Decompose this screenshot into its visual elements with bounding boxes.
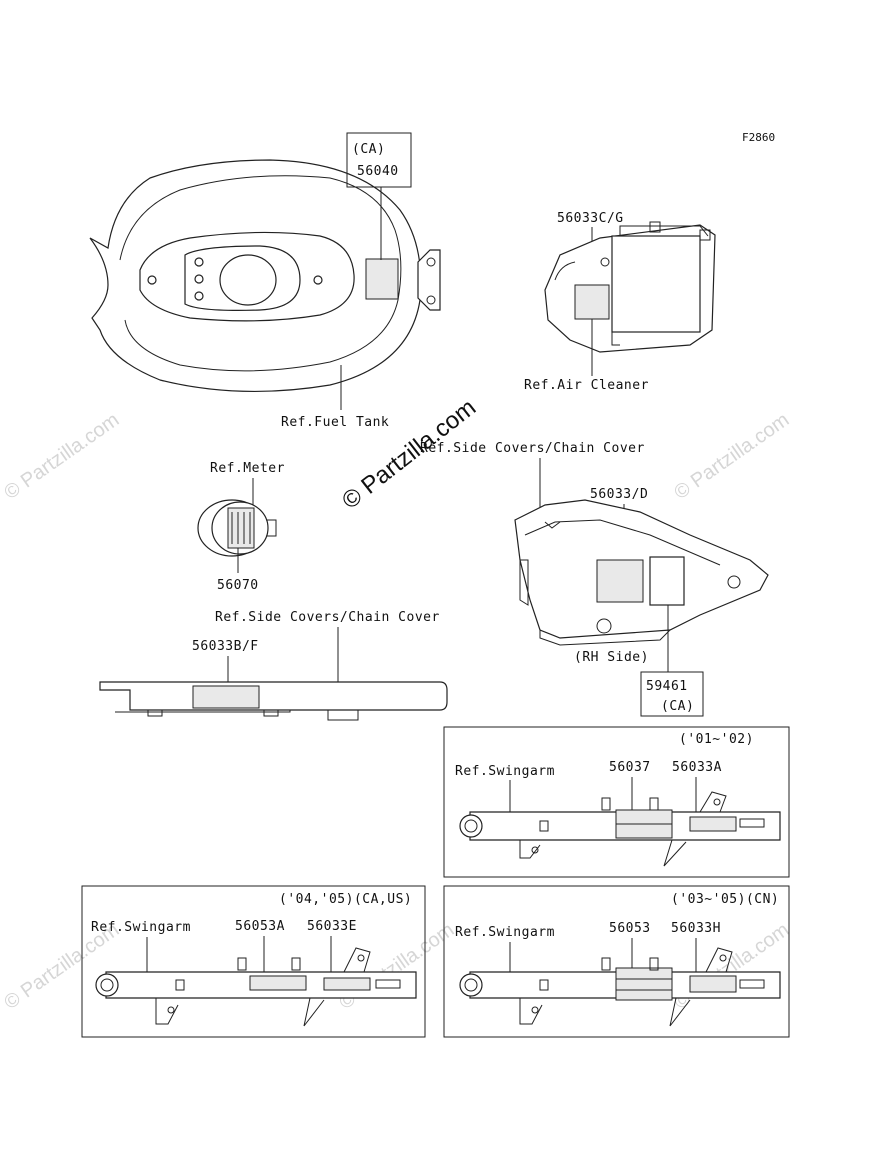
rh-side-label: (RH Side) (574, 650, 649, 665)
fuel-tank-drawing (89, 159, 441, 393)
watermark-faint: © Partzilla.com (670, 409, 793, 504)
part-number-56053: 56053 (609, 921, 651, 936)
rh-ca-tag: (CA) (661, 699, 694, 714)
panel-swingarm-03-05 (443, 885, 790, 1038)
tag-box-56040 (346, 132, 412, 188)
part-number-56033-d: 56033/D (590, 487, 648, 502)
label-56033-d (596, 559, 644, 603)
part-number-56037: 56037 (609, 760, 651, 775)
part-number-56040: 56040 (357, 164, 399, 179)
part-number-56070: 56070 (217, 578, 259, 593)
label-59461 (649, 556, 685, 606)
ref-fuel-tank: Ref.Fuel Tank (281, 415, 389, 430)
tag-box-59461 (640, 671, 704, 717)
swingarm-01-02-drawing (459, 791, 781, 867)
ref-side-covers-rh: Ref.Side Covers/Chain Cover (420, 441, 645, 456)
panel-swingarm-04-05 (81, 885, 426, 1038)
part-number-59461: 59461 (646, 679, 688, 694)
label-56053 (615, 967, 673, 1001)
part-number-56033b-f: 56033B/F (192, 639, 259, 654)
swingarm-04-05-years: ('04,'05)(CA,US) (279, 892, 412, 907)
swingarm-03-05-drawing (459, 947, 781, 1027)
part-number-56053a: 56053A (235, 919, 285, 934)
part-number-56033h: 56033H (671, 921, 721, 936)
rh-side-cover-drawing (514, 499, 769, 646)
air-cleaner-drawing (544, 221, 716, 353)
watermark-faint: © Partzilla.com (0, 409, 123, 504)
swingarm-03-05-years: ('03~'05)(CN) (671, 892, 779, 907)
swingarm-04-05-ref: Ref.Swingarm (91, 920, 191, 935)
swingarm-01-02-years: ('01~'02) (679, 732, 754, 747)
label-56033a (689, 816, 737, 832)
label-56033b-f (192, 685, 260, 709)
chain-cover-drawing (99, 681, 448, 721)
ref-air-cleaner: Ref.Air Cleaner (524, 378, 649, 393)
panel-swingarm-01-02 (443, 726, 790, 878)
figure-code: F2860 (742, 131, 775, 144)
label-56053a (249, 975, 307, 991)
fuel-tank-ca-tag: (CA) (352, 142, 385, 157)
ref-side-covers-chain: Ref.Side Covers/Chain Cover (215, 610, 440, 625)
swingarm-03-05-ref: Ref.Swingarm (455, 925, 555, 940)
label-56033e (323, 977, 371, 991)
swingarm-04-05-drawing (95, 947, 417, 1027)
part-number-56033a: 56033A (672, 760, 722, 775)
ref-meter: Ref.Meter (210, 461, 285, 476)
part-number-56033c-g: 56033C/G (557, 211, 624, 226)
swingarm-01-02-ref: Ref.Swingarm (455, 764, 555, 779)
label-56040 (365, 258, 399, 300)
part-number-56033e: 56033E (307, 919, 357, 934)
meter-drawing (197, 499, 277, 557)
label-56033h (689, 975, 737, 993)
label-56033c-g (574, 284, 610, 320)
